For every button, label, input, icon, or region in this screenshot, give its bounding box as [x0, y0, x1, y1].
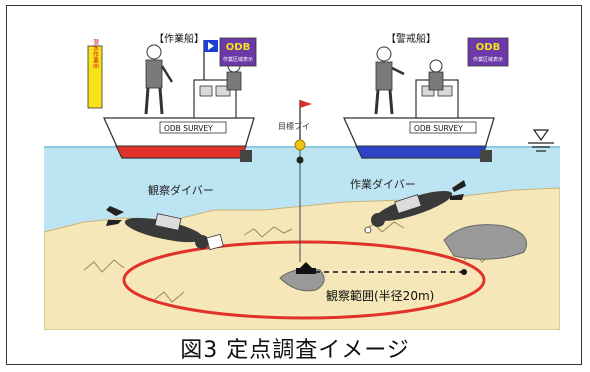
observer-diver-label: 観察ダイバー [148, 183, 214, 197]
odb-title-guard: ODB [476, 42, 500, 53]
figure-caption: 図3 定点調査イメージ [180, 338, 410, 363]
center-marker [300, 262, 312, 268]
diving-banner-label: 潜水作業中 [92, 38, 99, 70]
odb-title-work: ODB [226, 42, 250, 53]
observation-range-ring [122, 240, 486, 320]
guard-boat-label: 【警戒船】 [386, 32, 436, 45]
work-diver-label: 作業ダイバー [350, 177, 416, 191]
odb-sign-work [219, 37, 257, 67]
observer-diver [106, 206, 224, 251]
work-diver [364, 180, 466, 234]
rock [443, 224, 527, 260]
diagram-illustration: 観察範囲(半径20m) 目標ブイ ODB SURVEY 潜水作業中 【作 [44, 10, 560, 330]
range-label: 観察範囲(半径20m) [326, 288, 434, 303]
work-boat-label: 【作業船】 [154, 32, 204, 45]
odb-subtitle-guard: 作業区域表示 [473, 56, 503, 63]
buoy [294, 139, 306, 151]
guard-boat: ODB SURVEY [342, 46, 495, 162]
buoy-label: 目標ブイ [278, 121, 310, 131]
diving-banner [87, 45, 103, 109]
odb-sign-guard [467, 37, 509, 67]
water-level-icon [528, 129, 554, 152]
work-boat: ODB SURVEY [102, 40, 255, 162]
work-boat-name: ODB SURVEY [164, 124, 213, 133]
buoy-flag [300, 100, 312, 108]
guard-boat-name: ODB SURVEY [414, 124, 463, 133]
odb-subtitle-work: 作業区域表示 [223, 56, 253, 63]
